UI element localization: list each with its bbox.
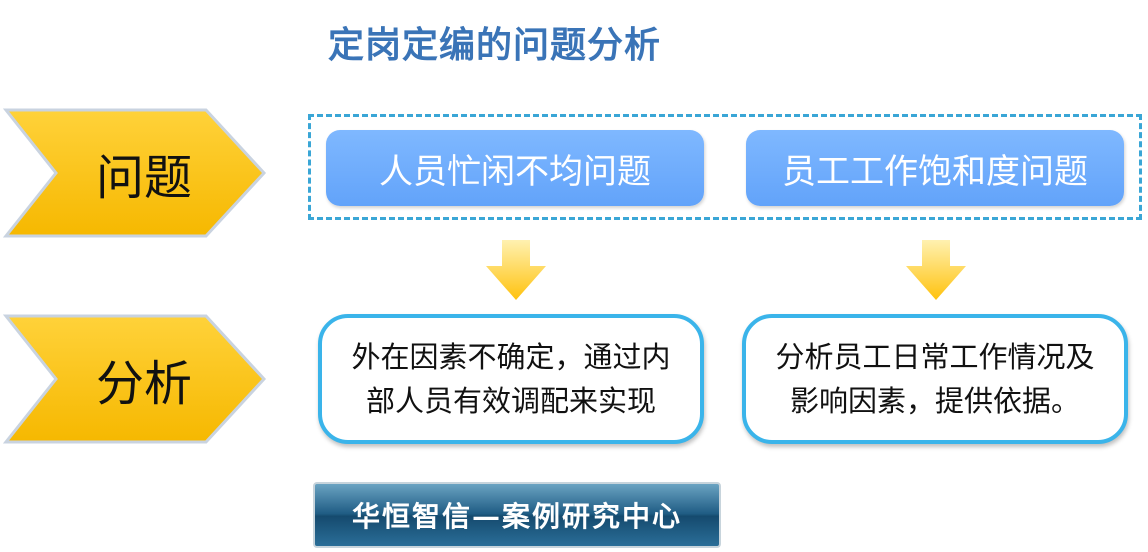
analysis-box-2-line-1: 分析员工日常工作情况及 (775, 340, 1095, 374)
chevron-shape-icon (2, 108, 267, 238)
chevron-shape-icon (2, 314, 267, 444)
analysis-box-1-line-2: 部人员有效调配来实现 (365, 384, 656, 418)
brand-banner: 华恒智信—案例研究中心 (313, 482, 721, 548)
problem-chevron: 问题 (2, 106, 268, 240)
analysis-box-2: 分析员工日常工作情况及 影响因素，提供依据。 (742, 314, 1128, 444)
analysis-box-1: 外在因素不确定，通过内 部人员有效调配来实现 (318, 314, 704, 444)
down-arrow-icon (906, 240, 966, 300)
problem-box-2: 员工工作饱和度问题 (746, 130, 1124, 206)
analysis-box-2-line-2: 影响因素，提供依据。 (789, 384, 1080, 418)
down-arrow-icon (486, 240, 546, 300)
problem-box-1: 人员忙闲不均问题 (326, 130, 704, 206)
analysis-box-1-line-1: 外在因素不确定，通过内 (351, 340, 671, 374)
problem-row-label: 问题 (95, 150, 192, 206)
analysis-row-label: 分析 (95, 356, 192, 412)
problem-group-frame (308, 114, 1142, 220)
analysis-chevron: 分析 (2, 312, 268, 446)
page-title: 定岗定编的问题分析 (328, 25, 662, 66)
